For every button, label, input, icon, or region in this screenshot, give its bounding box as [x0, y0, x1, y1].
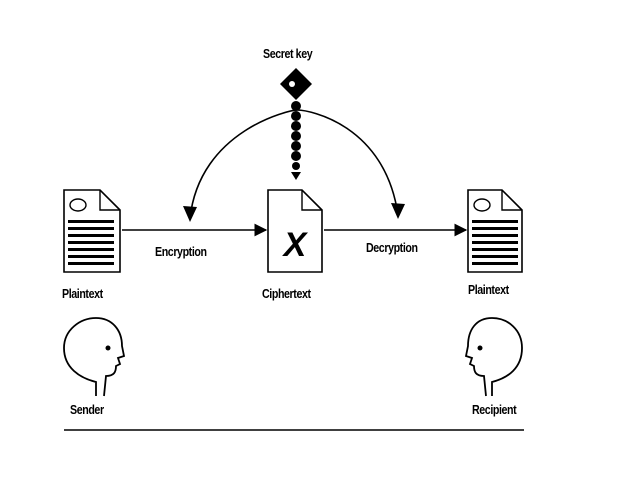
ciphertext-mark: X — [282, 226, 309, 264]
sender-head-icon — [63, 317, 126, 397]
secret-key-label: Secret key — [263, 46, 313, 61]
encryption-label: Encryption — [155, 244, 207, 259]
secret-key-icon — [280, 68, 312, 180]
sender-plaintext-label: Plaintext — [62, 286, 103, 301]
key-arc-right-arrowhead — [391, 203, 405, 219]
key-arc-left-arrowhead — [183, 206, 197, 222]
plaintext-document-icon — [63, 189, 121, 273]
recipient-head-icon — [464, 317, 523, 397]
decryption-label: Decryption — [366, 240, 418, 255]
recipient-plaintext-label: Plaintext — [468, 282, 509, 297]
ciphertext-label: Ciphertext — [262, 286, 311, 301]
recipient-label: Recipient — [472, 402, 517, 417]
recipient-plaintext-document-icon — [467, 189, 523, 273]
sender-label: Sender — [70, 402, 104, 417]
ciphertext-document-icon — [267, 189, 323, 273]
